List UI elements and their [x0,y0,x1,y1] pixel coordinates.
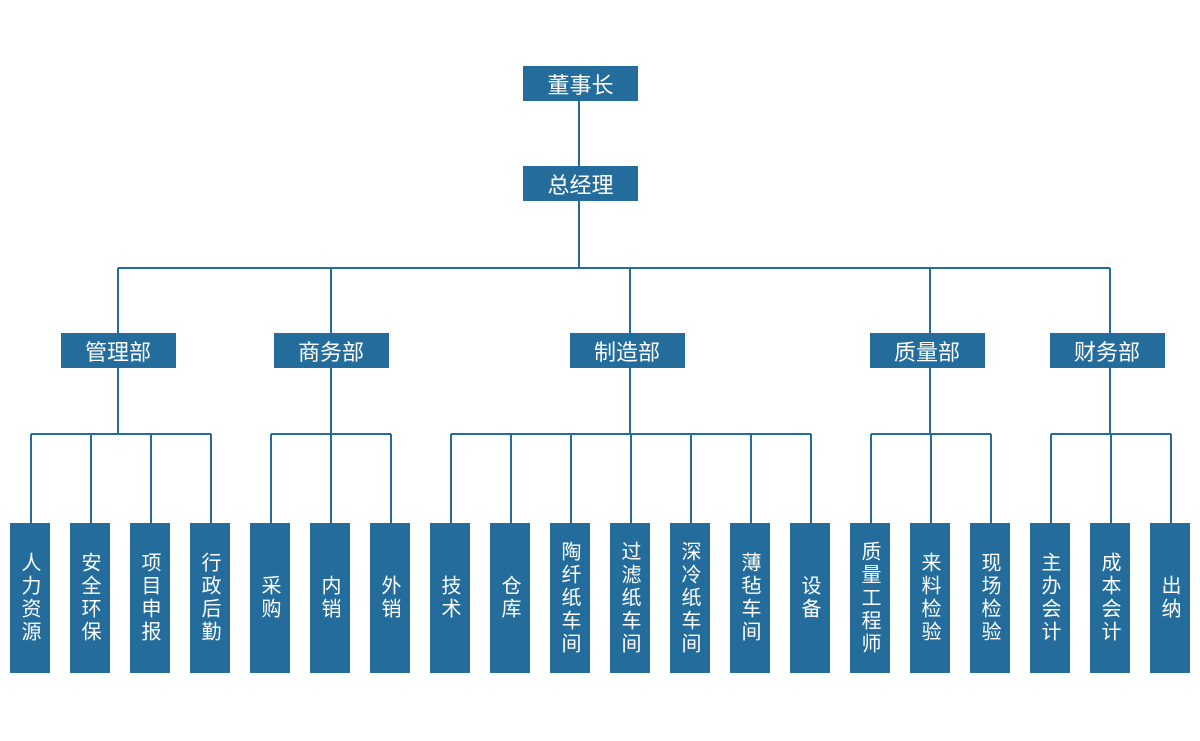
unit-label: 薄毡车间 [738,552,762,644]
unit-box: 行政后勤 [190,523,230,673]
department-label: 制造部 [593,340,660,366]
unit-box: 内销 [310,523,350,673]
unit-label: 成本会计 [1098,552,1122,644]
unit-label: 仓库 [498,575,522,621]
unit-label: 行政后勤 [198,552,222,644]
unit-box: 技术 [430,523,470,673]
unit-box: 采购 [250,523,290,673]
unit-box: 人力资源 [10,523,50,673]
department-box: 制造部 [569,333,685,368]
chairman-label: 董事长 [547,73,614,99]
unit-box: 主办会计 [1030,523,1070,673]
unit-box: 安全环保 [70,523,110,673]
unit-box: 现场检验 [970,523,1010,673]
unit-box: 项目申报 [130,523,170,673]
chairman-box: 董事长 [523,66,638,101]
department-box: 质量部 [869,333,985,368]
general-manager-box: 总经理 [523,166,638,201]
unit-label: 设备 [798,575,822,621]
unit-label: 项目申报 [138,552,162,644]
department-label: 质量部 [893,340,960,366]
unit-label: 陶纤纸车间 [558,540,582,656]
unit-box: 来料检验 [910,523,950,673]
unit-label: 内销 [318,575,342,621]
unit-box: 深冷纸车间 [670,523,710,673]
unit-box: 质量工程师 [850,523,890,673]
unit-box: 成本会计 [1090,523,1130,673]
department-label: 商务部 [297,340,364,366]
unit-label: 现场检验 [978,552,1002,644]
unit-label: 深冷纸车间 [678,540,702,656]
department-box: 商务部 [273,333,389,368]
unit-box: 过滤纸车间 [610,523,650,673]
unit-label: 人力资源 [18,552,42,644]
general-manager-label: 总经理 [547,173,614,199]
unit-label: 外销 [378,575,402,621]
department-box: 管理部 [60,333,176,368]
unit-label: 质量工程师 [858,540,882,656]
unit-box: 设备 [790,523,830,673]
unit-label: 主办会计 [1038,552,1062,644]
department-label: 管理部 [84,340,151,366]
unit-box: 仓库 [490,523,530,673]
unit-label: 采购 [258,575,282,621]
unit-label: 技术 [438,575,462,621]
unit-label: 过滤纸车间 [618,540,642,656]
department-box: 财务部 [1049,333,1165,368]
unit-label: 来料检验 [918,552,942,644]
unit-box: 外销 [370,523,410,673]
unit-label: 出纳 [1158,575,1182,621]
department-label: 财务部 [1073,340,1140,366]
unit-box: 陶纤纸车间 [550,523,590,673]
unit-box: 出纳 [1150,523,1190,673]
unit-label: 安全环保 [78,552,102,644]
unit-box: 薄毡车间 [730,523,770,673]
